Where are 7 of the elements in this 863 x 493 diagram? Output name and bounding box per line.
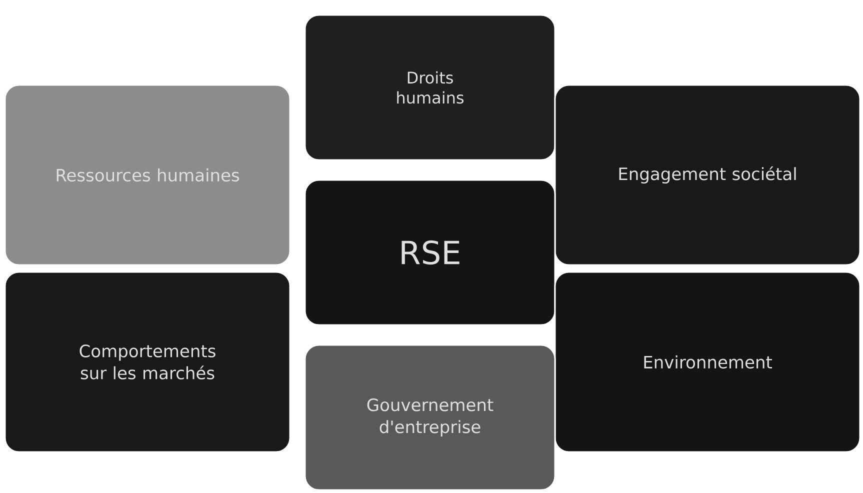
topic-box: Environnement [554,271,861,453]
topic-box: RSE [304,179,556,326]
topic-box: Engagement sociétal [554,84,861,266]
topic-box: Ressources humaines [4,84,291,266]
topic-box: Comportements sur les marchés [4,271,291,453]
topic-box: Droits humains [304,14,556,161]
topic-box: Gouvernement d'entreprise [304,344,556,491]
